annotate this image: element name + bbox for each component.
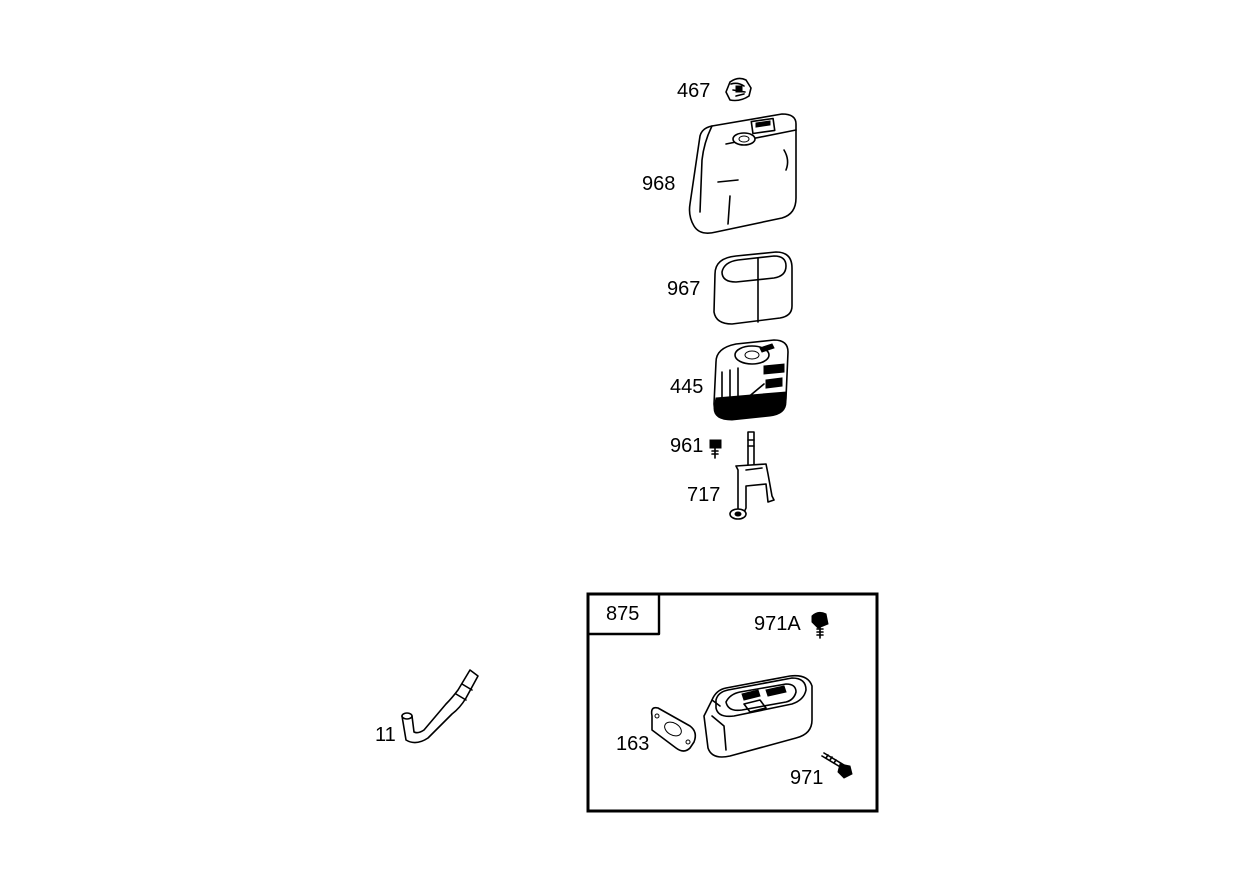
breather-tube-11-part [401, 669, 479, 744]
label-163: 163 [616, 733, 649, 755]
bracket-717-part [729, 431, 775, 520]
label-717: 717 [687, 484, 720, 506]
label-445: 445 [670, 376, 703, 398]
label-971a: 971A [754, 613, 801, 635]
air-cleaner-cover-968-part [688, 113, 797, 234]
label-967: 967 [667, 278, 700, 300]
label-11: 11 [375, 724, 396, 746]
label-961: 961 [670, 435, 703, 457]
air-cleaner-base-part [703, 674, 813, 758]
label-875: 875 [606, 603, 639, 625]
bolt-971-part [821, 752, 853, 779]
screw-961-part [709, 439, 722, 459]
kit-875-box [586, 592, 879, 813]
knob-467-part [725, 77, 752, 102]
label-968: 968 [642, 173, 675, 195]
gasket-163-part [650, 706, 697, 752]
screw-971a-part [811, 611, 829, 639]
pre-cleaner-967-part [713, 251, 793, 325]
label-971: 971 [790, 767, 823, 789]
label-467: 467 [677, 80, 710, 102]
filter-element-445-part [713, 339, 789, 421]
